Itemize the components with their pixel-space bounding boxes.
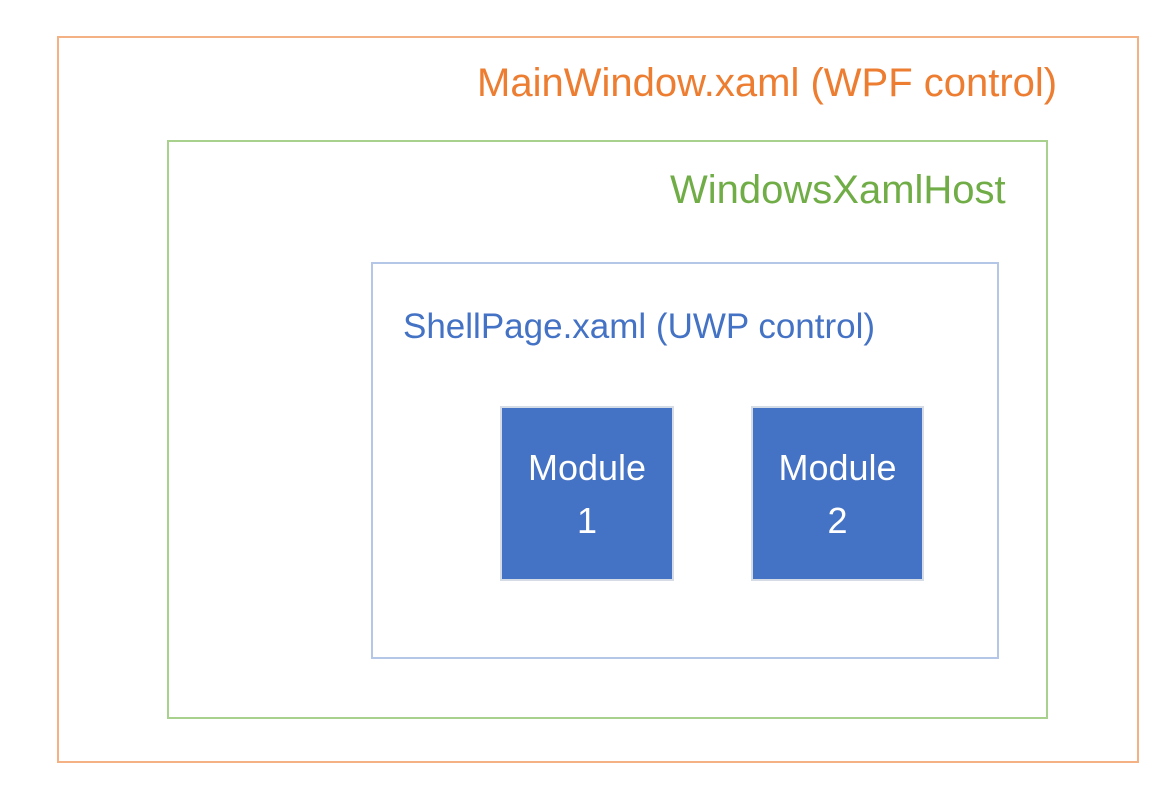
module-1-label-line2: 1 bbox=[576, 499, 598, 541]
shellpage-uwp-label: ShellPage.xaml (UWP control) bbox=[403, 307, 876, 346]
module-2-label-line1: Module bbox=[778, 446, 897, 488]
windowsxamlhost-box: WindowsXamlHost ShellPage.xaml (UWP cont… bbox=[167, 140, 1048, 719]
module-2-box: Module 2 bbox=[751, 406, 924, 581]
mainwindow-wpf-label: MainWindow.xaml (WPF control) bbox=[477, 61, 1058, 105]
module-1-box: Module 1 bbox=[500, 406, 674, 581]
windowsxamlhost-label: WindowsXamlHost bbox=[670, 168, 1006, 212]
mainwindow-wpf-box: MainWindow.xaml (WPF control) WindowsXam… bbox=[57, 36, 1139, 763]
module-2-label-line2: 2 bbox=[827, 499, 848, 541]
module-1-label-line1: Module bbox=[527, 446, 647, 488]
shellpage-uwp-box: ShellPage.xaml (UWP control) Module 1 Mo… bbox=[371, 262, 999, 659]
